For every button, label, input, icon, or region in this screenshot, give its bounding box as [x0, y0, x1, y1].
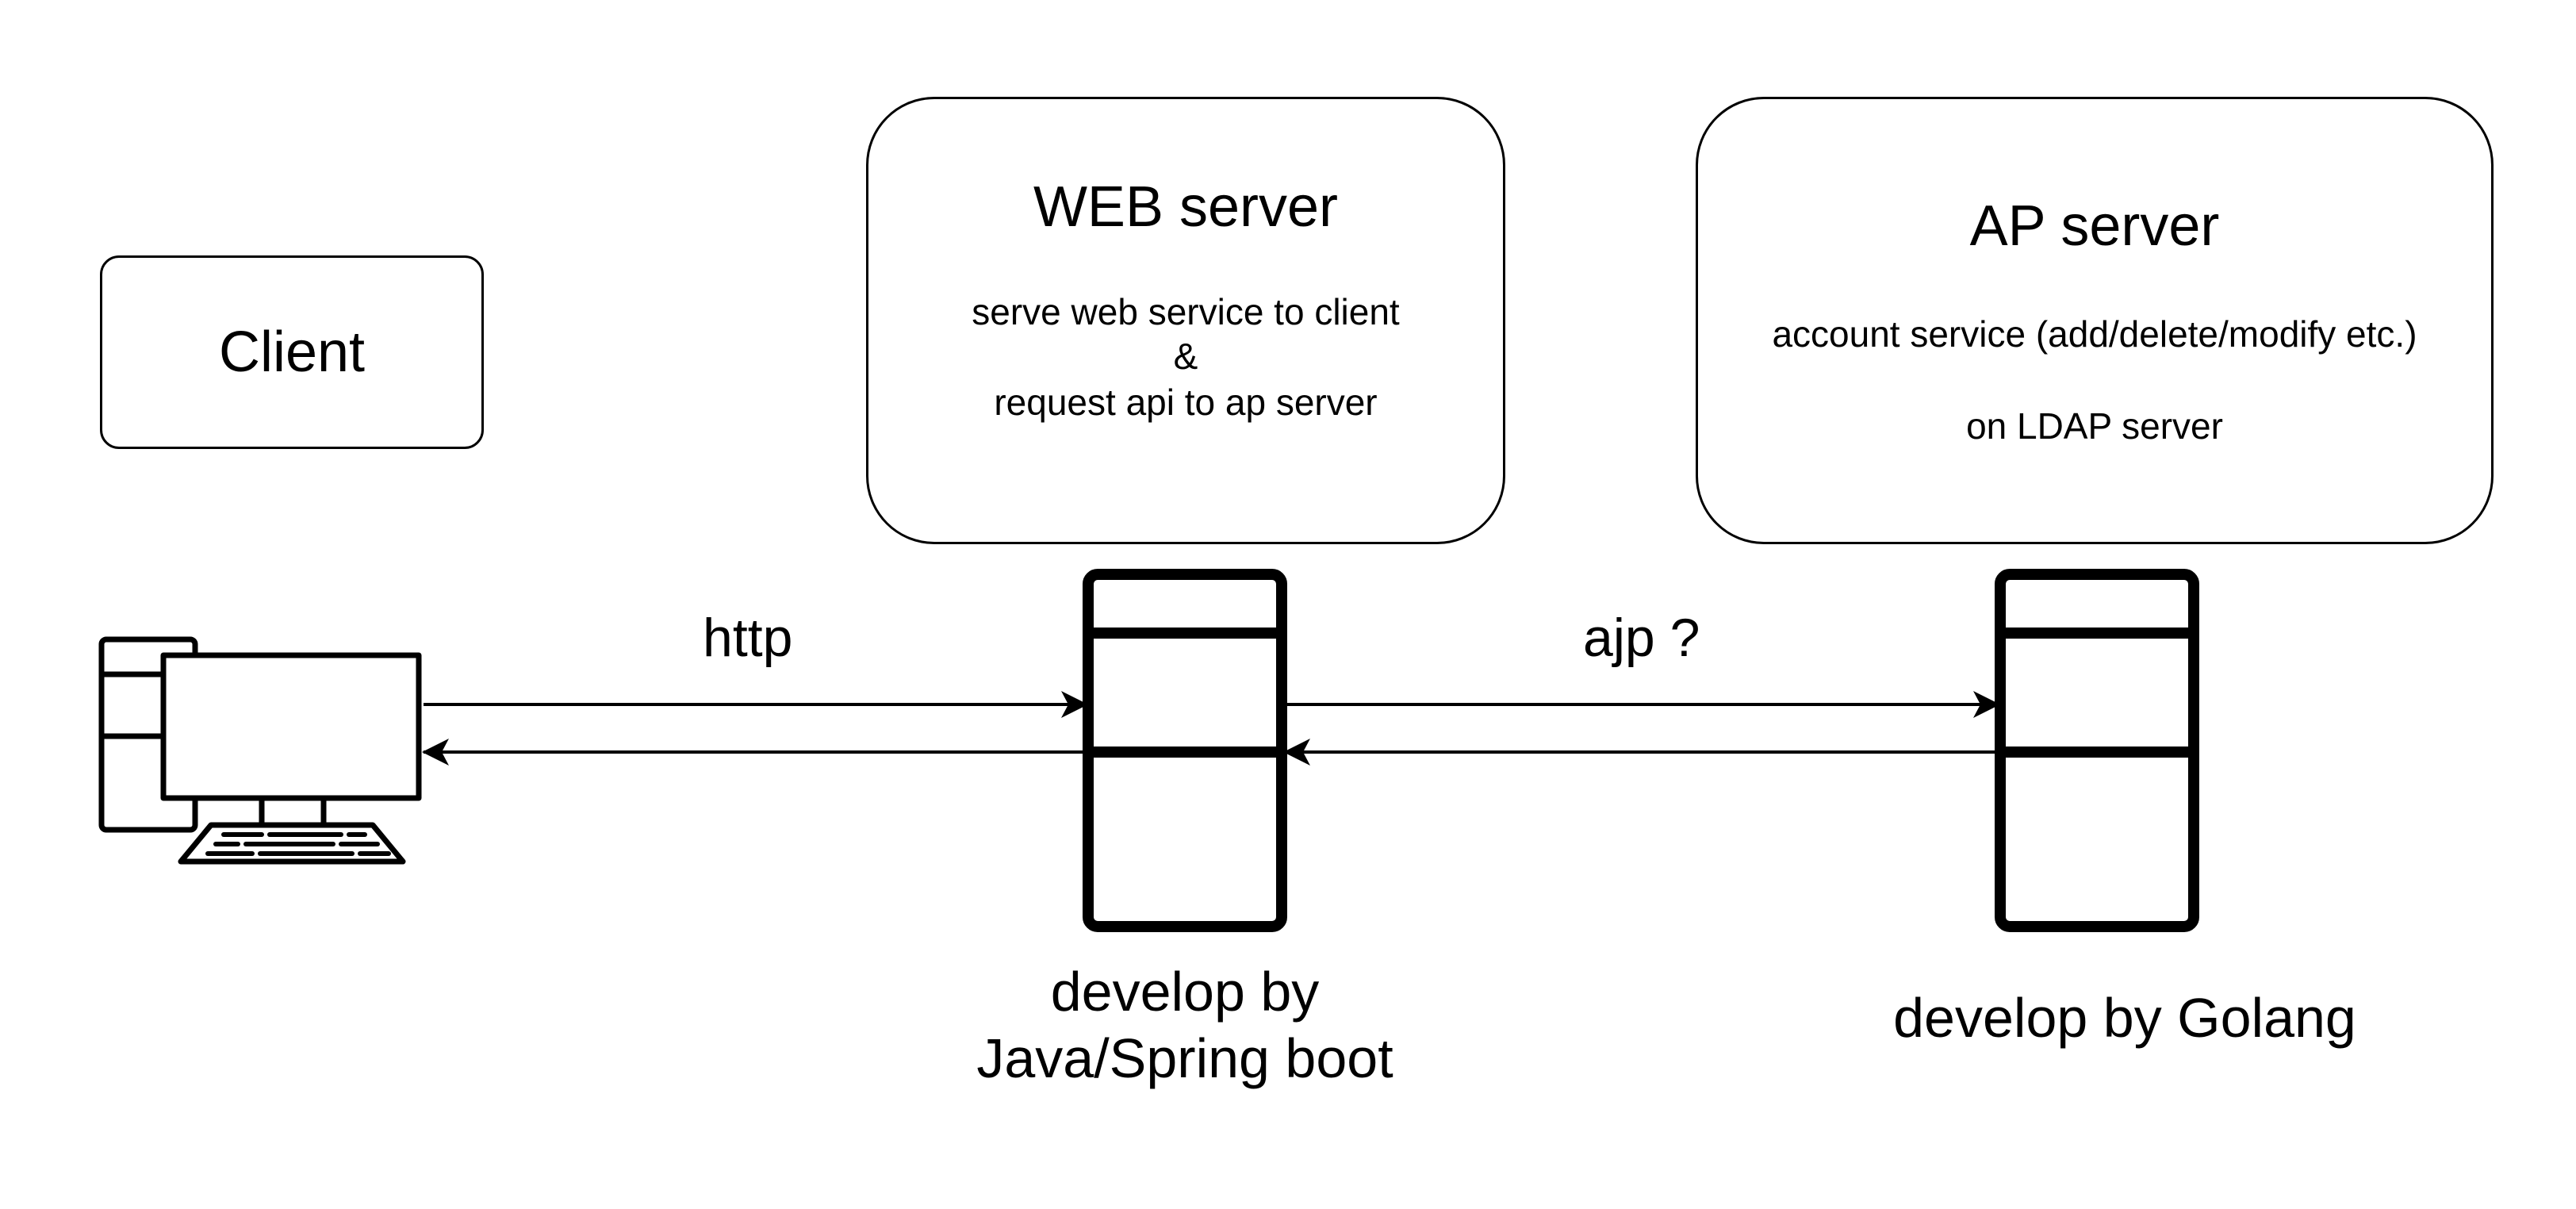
ap-server-title: AP server [1969, 194, 2220, 258]
web-server-description-line: serve web service to client [972, 291, 1400, 332]
computer-monitor-shape [160, 652, 422, 801]
ap-server-note: develop by Golang [1893, 987, 2356, 1049]
web-server-node: WEB server serve web service to client &… [866, 97, 1505, 544]
web-server-note-line: Java/Spring boot [976, 1027, 1393, 1089]
edge-web-ap [1283, 691, 2000, 766]
edge-client-web [422, 691, 1088, 766]
desktop-computer-icon [98, 636, 422, 865]
ap-server-description-line: on LDAP server [1966, 405, 2223, 447]
web-server-description-line: & [1173, 336, 1198, 377]
web-server-note-line: develop by [1050, 961, 1320, 1023]
web-server-description-line: request api to ap server [994, 382, 1378, 423]
web-server-note: develop by Java/Spring boot [860, 958, 1510, 1092]
server-tower-icon [1083, 569, 1287, 932]
client-title: Client [218, 320, 366, 384]
client-node: Client [100, 255, 484, 449]
server-tower-icon [1995, 569, 2199, 932]
edge-label-ajp: ajp ? [1583, 608, 1700, 668]
ap-server-description-line: account service (add/delete/modify etc.) [1772, 313, 2417, 355]
edge-label-http: http [703, 608, 793, 668]
ap-server-node: AP server account service (add/delete/mo… [1696, 97, 2494, 544]
web-server-title: WEB server [1033, 175, 1339, 239]
